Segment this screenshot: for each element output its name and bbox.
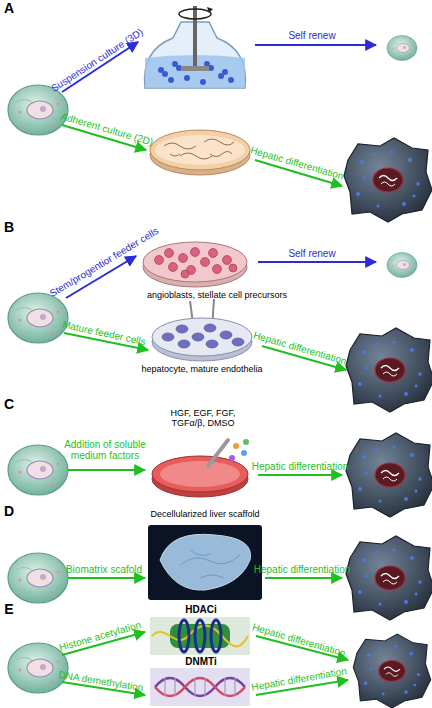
arrow-label: DNA demethylation bbox=[58, 669, 144, 693]
illustration-node: hepatocyte, mature endothelia bbox=[132, 312, 272, 374]
arrow-label: Hepatic differentiation bbox=[252, 461, 349, 472]
caption: angioblasts, stellate cell precursors bbox=[147, 290, 287, 300]
arrow-label: Addition of soluble medium factors bbox=[53, 439, 158, 461]
arrow-label: Hepatic differentiation bbox=[251, 621, 347, 658]
illustration-node: Decellularized liver scaffold bbox=[140, 509, 270, 601]
caption: DNMTi bbox=[185, 656, 216, 668]
caption: Decellularized liver scaffold bbox=[151, 509, 260, 519]
panel-letter: B bbox=[4, 220, 14, 235]
caption: HDACi bbox=[185, 604, 217, 616]
caption: HGF, EGF, FGF, TGFα/β, DMSO bbox=[161, 408, 246, 429]
arrow-label: Biomatrix scafold bbox=[66, 564, 142, 575]
illustration-node: HGF, EGF, FGF, TGFα/β, DMSO bbox=[148, 408, 258, 502]
illustration-node: HDACi bbox=[148, 604, 254, 656]
illustration-node: angioblasts, stellate cell precursors bbox=[124, 236, 310, 300]
panel-letter: E bbox=[4, 602, 13, 617]
arrow-label: Mature feeder cells bbox=[61, 319, 146, 347]
illustration-node: DNMTi bbox=[148, 656, 254, 707]
arrow-label: Self renew bbox=[288, 248, 335, 259]
arrow-label: Hepatic differentiation bbox=[254, 564, 351, 575]
caption: hepatocyte, mature endothelia bbox=[141, 364, 262, 374]
arrow-label: Self renew bbox=[288, 30, 335, 41]
panel-letter: A bbox=[4, 1, 14, 16]
panel-letter: D bbox=[4, 504, 14, 519]
panel-letter: C bbox=[4, 397, 14, 412]
arrow-label: Suspension culture (3D) bbox=[49, 26, 145, 94]
